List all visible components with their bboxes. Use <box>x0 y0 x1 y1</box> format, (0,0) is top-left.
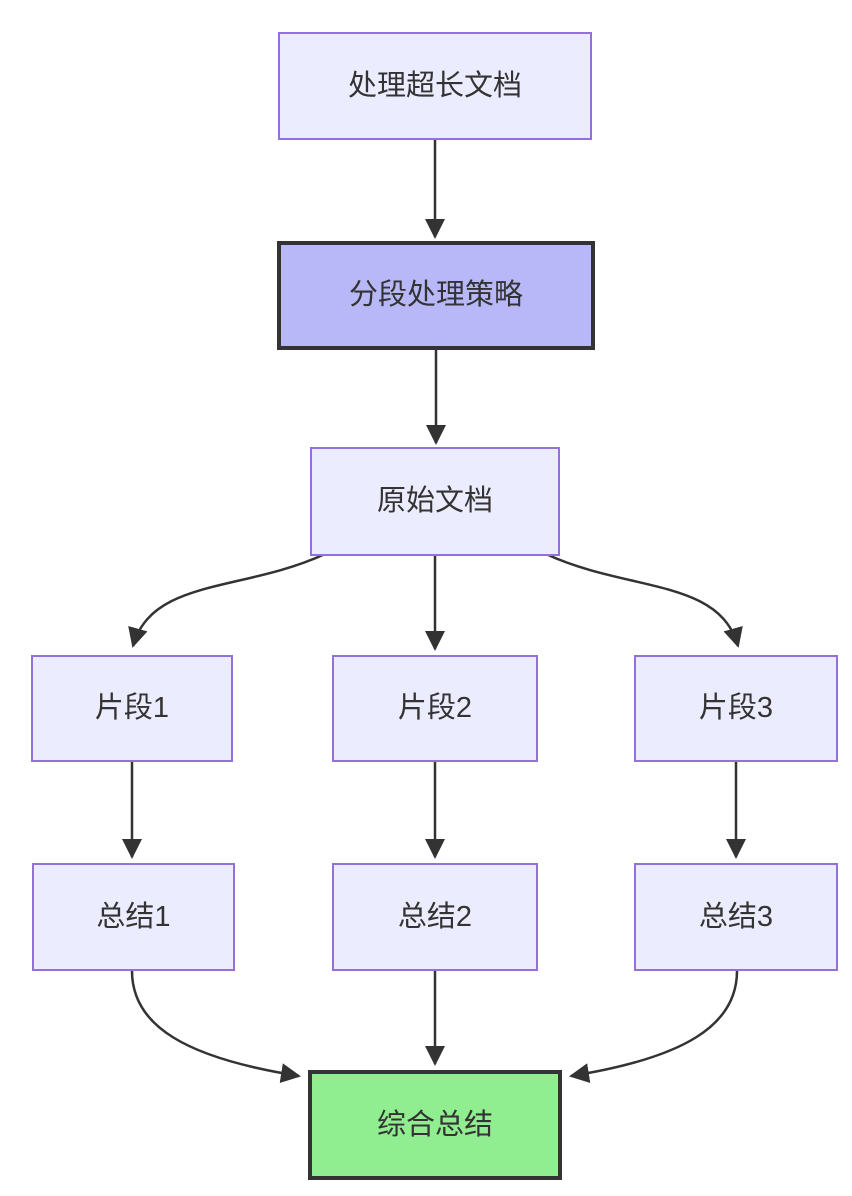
node-label: 总结2 <box>397 900 473 933</box>
node-label: 片段1 <box>94 692 170 725</box>
node-fragment-3: 片段3 <box>634 655 838 762</box>
node-label: 片段3 <box>698 692 774 725</box>
node-fragment-2: 片段2 <box>332 655 538 762</box>
node-label: 总结1 <box>96 900 171 933</box>
edge-original-to-chunk3 <box>545 552 743 648</box>
node-summary-1: 总结1 <box>32 863 235 971</box>
node-original-document: 原始文档 <box>310 447 560 556</box>
edge-summary3-to-final <box>569 970 739 1084</box>
node-label: 综合总结 <box>376 1108 493 1141</box>
node-segmentation-strategy: 分段处理策略 <box>277 241 595 350</box>
node-label: 分段处理策略 <box>348 279 523 312</box>
edge-summary1-to-final <box>130 970 301 1084</box>
node-label: 原始文档 <box>376 485 493 518</box>
node-fragment-1: 片段1 <box>31 655 233 762</box>
edge-original-to-chunk1 <box>128 552 326 648</box>
node-summary-2: 总结2 <box>332 863 538 971</box>
node-final-summary: 综合总结 <box>308 1070 562 1180</box>
node-summary-3: 总结3 <box>634 863 838 971</box>
node-label: 总结3 <box>698 900 774 933</box>
node-label: 片段2 <box>397 692 473 725</box>
node-process-long-document: 处理超长文档 <box>278 32 592 140</box>
node-label: 处理超长文档 <box>347 69 522 102</box>
